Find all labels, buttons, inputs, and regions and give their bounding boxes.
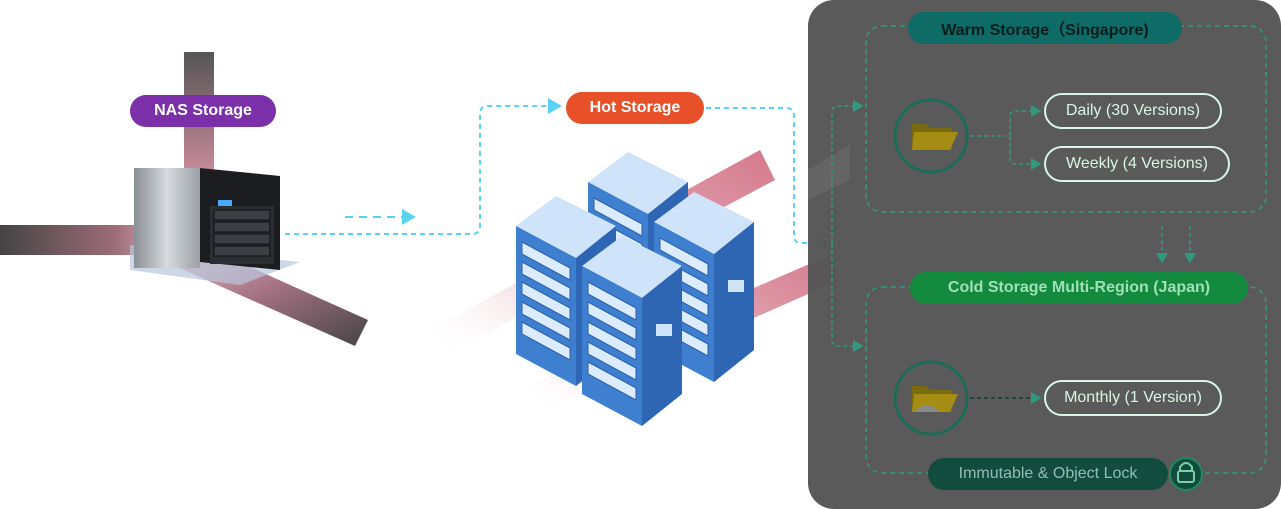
flow-arrow-to-hot — [285, 98, 562, 235]
folder-icon — [893, 98, 969, 174]
warm-storage-title: Warm Storage（Singapore) — [908, 12, 1182, 44]
nas-storage-label: NAS Storage — [130, 95, 276, 127]
cold-storage-title: Cold Storage Multi-Region (Japan) — [910, 272, 1248, 304]
branch-to-warm — [831, 100, 864, 243]
archive-panel — [808, 0, 1281, 509]
branch-to-cold — [831, 243, 864, 352]
flow-arrow-to-archive — [706, 107, 832, 251]
folder-icon — [893, 360, 969, 436]
cold-version-monthly: Monthly (1 Version) — [1044, 380, 1222, 416]
warm-version-weekly: Weekly (4 Versions) — [1044, 146, 1230, 182]
warm-version-daily: Daily (30 Versions) — [1044, 93, 1222, 129]
hot-storage-label: Hot Storage — [566, 92, 704, 124]
lock-icon — [1169, 457, 1203, 491]
nas-device-icon — [130, 168, 300, 285]
immutable-object-lock-label: Immutable & Object Lock — [928, 458, 1168, 490]
